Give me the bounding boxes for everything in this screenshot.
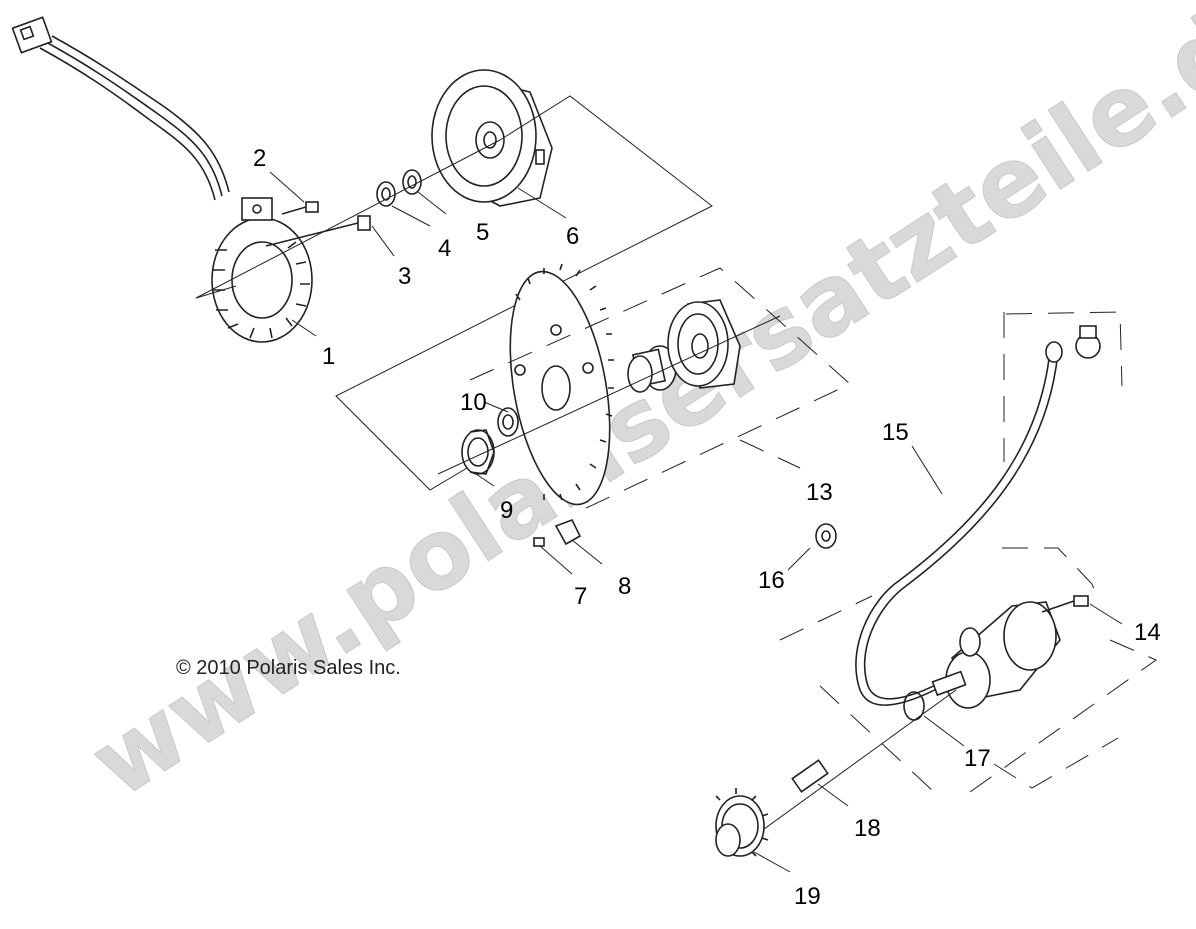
flywheel-part-6 bbox=[431, 69, 553, 207]
bolt-part-3 bbox=[265, 215, 371, 247]
bearing-part-9 bbox=[461, 429, 495, 475]
callout-1: 1 bbox=[322, 343, 335, 370]
bolt-part-14 bbox=[1041, 595, 1089, 613]
drive-gear-part-19 bbox=[715, 788, 769, 857]
screw-part-2 bbox=[281, 201, 319, 215]
callout-2: 2 bbox=[253, 145, 266, 172]
callout-17: 17 bbox=[964, 745, 991, 772]
plate-part-8 bbox=[554, 518, 582, 546]
callout-16: 16 bbox=[758, 567, 785, 594]
watermark: www.polarisersatzteile.de bbox=[72, 0, 1196, 819]
callout-13: 13 bbox=[806, 479, 833, 506]
starter-gear-part bbox=[509, 263, 614, 506]
callout-5: 5 bbox=[476, 219, 489, 246]
callout-3: 3 bbox=[398, 263, 411, 290]
starter-motor-part bbox=[931, 601, 1061, 709]
callout-6: 6 bbox=[566, 223, 579, 250]
nut-part-16 bbox=[815, 523, 837, 549]
shaft-part-18 bbox=[791, 759, 829, 793]
callout-9: 9 bbox=[500, 497, 513, 524]
stator-part bbox=[11, 16, 313, 343]
callout-18: 18 bbox=[854, 815, 881, 842]
callout-15: 15 bbox=[882, 419, 909, 446]
callout-8: 8 bbox=[618, 573, 631, 600]
callout-19: 19 bbox=[794, 883, 821, 910]
cable-part-15 bbox=[855, 325, 1101, 706]
callout-14: 14 bbox=[1134, 619, 1161, 646]
callout-4: 4 bbox=[438, 235, 451, 262]
nut-part-4 bbox=[376, 181, 396, 207]
callout-7: 7 bbox=[574, 583, 587, 610]
screw-part-7 bbox=[533, 537, 545, 547]
callout-10: 10 bbox=[460, 389, 487, 416]
washer-part-10 bbox=[497, 407, 519, 437]
copyright-notice: © 2010 Polaris Sales Inc. bbox=[176, 657, 401, 679]
starter-clutch-part bbox=[667, 299, 741, 389]
